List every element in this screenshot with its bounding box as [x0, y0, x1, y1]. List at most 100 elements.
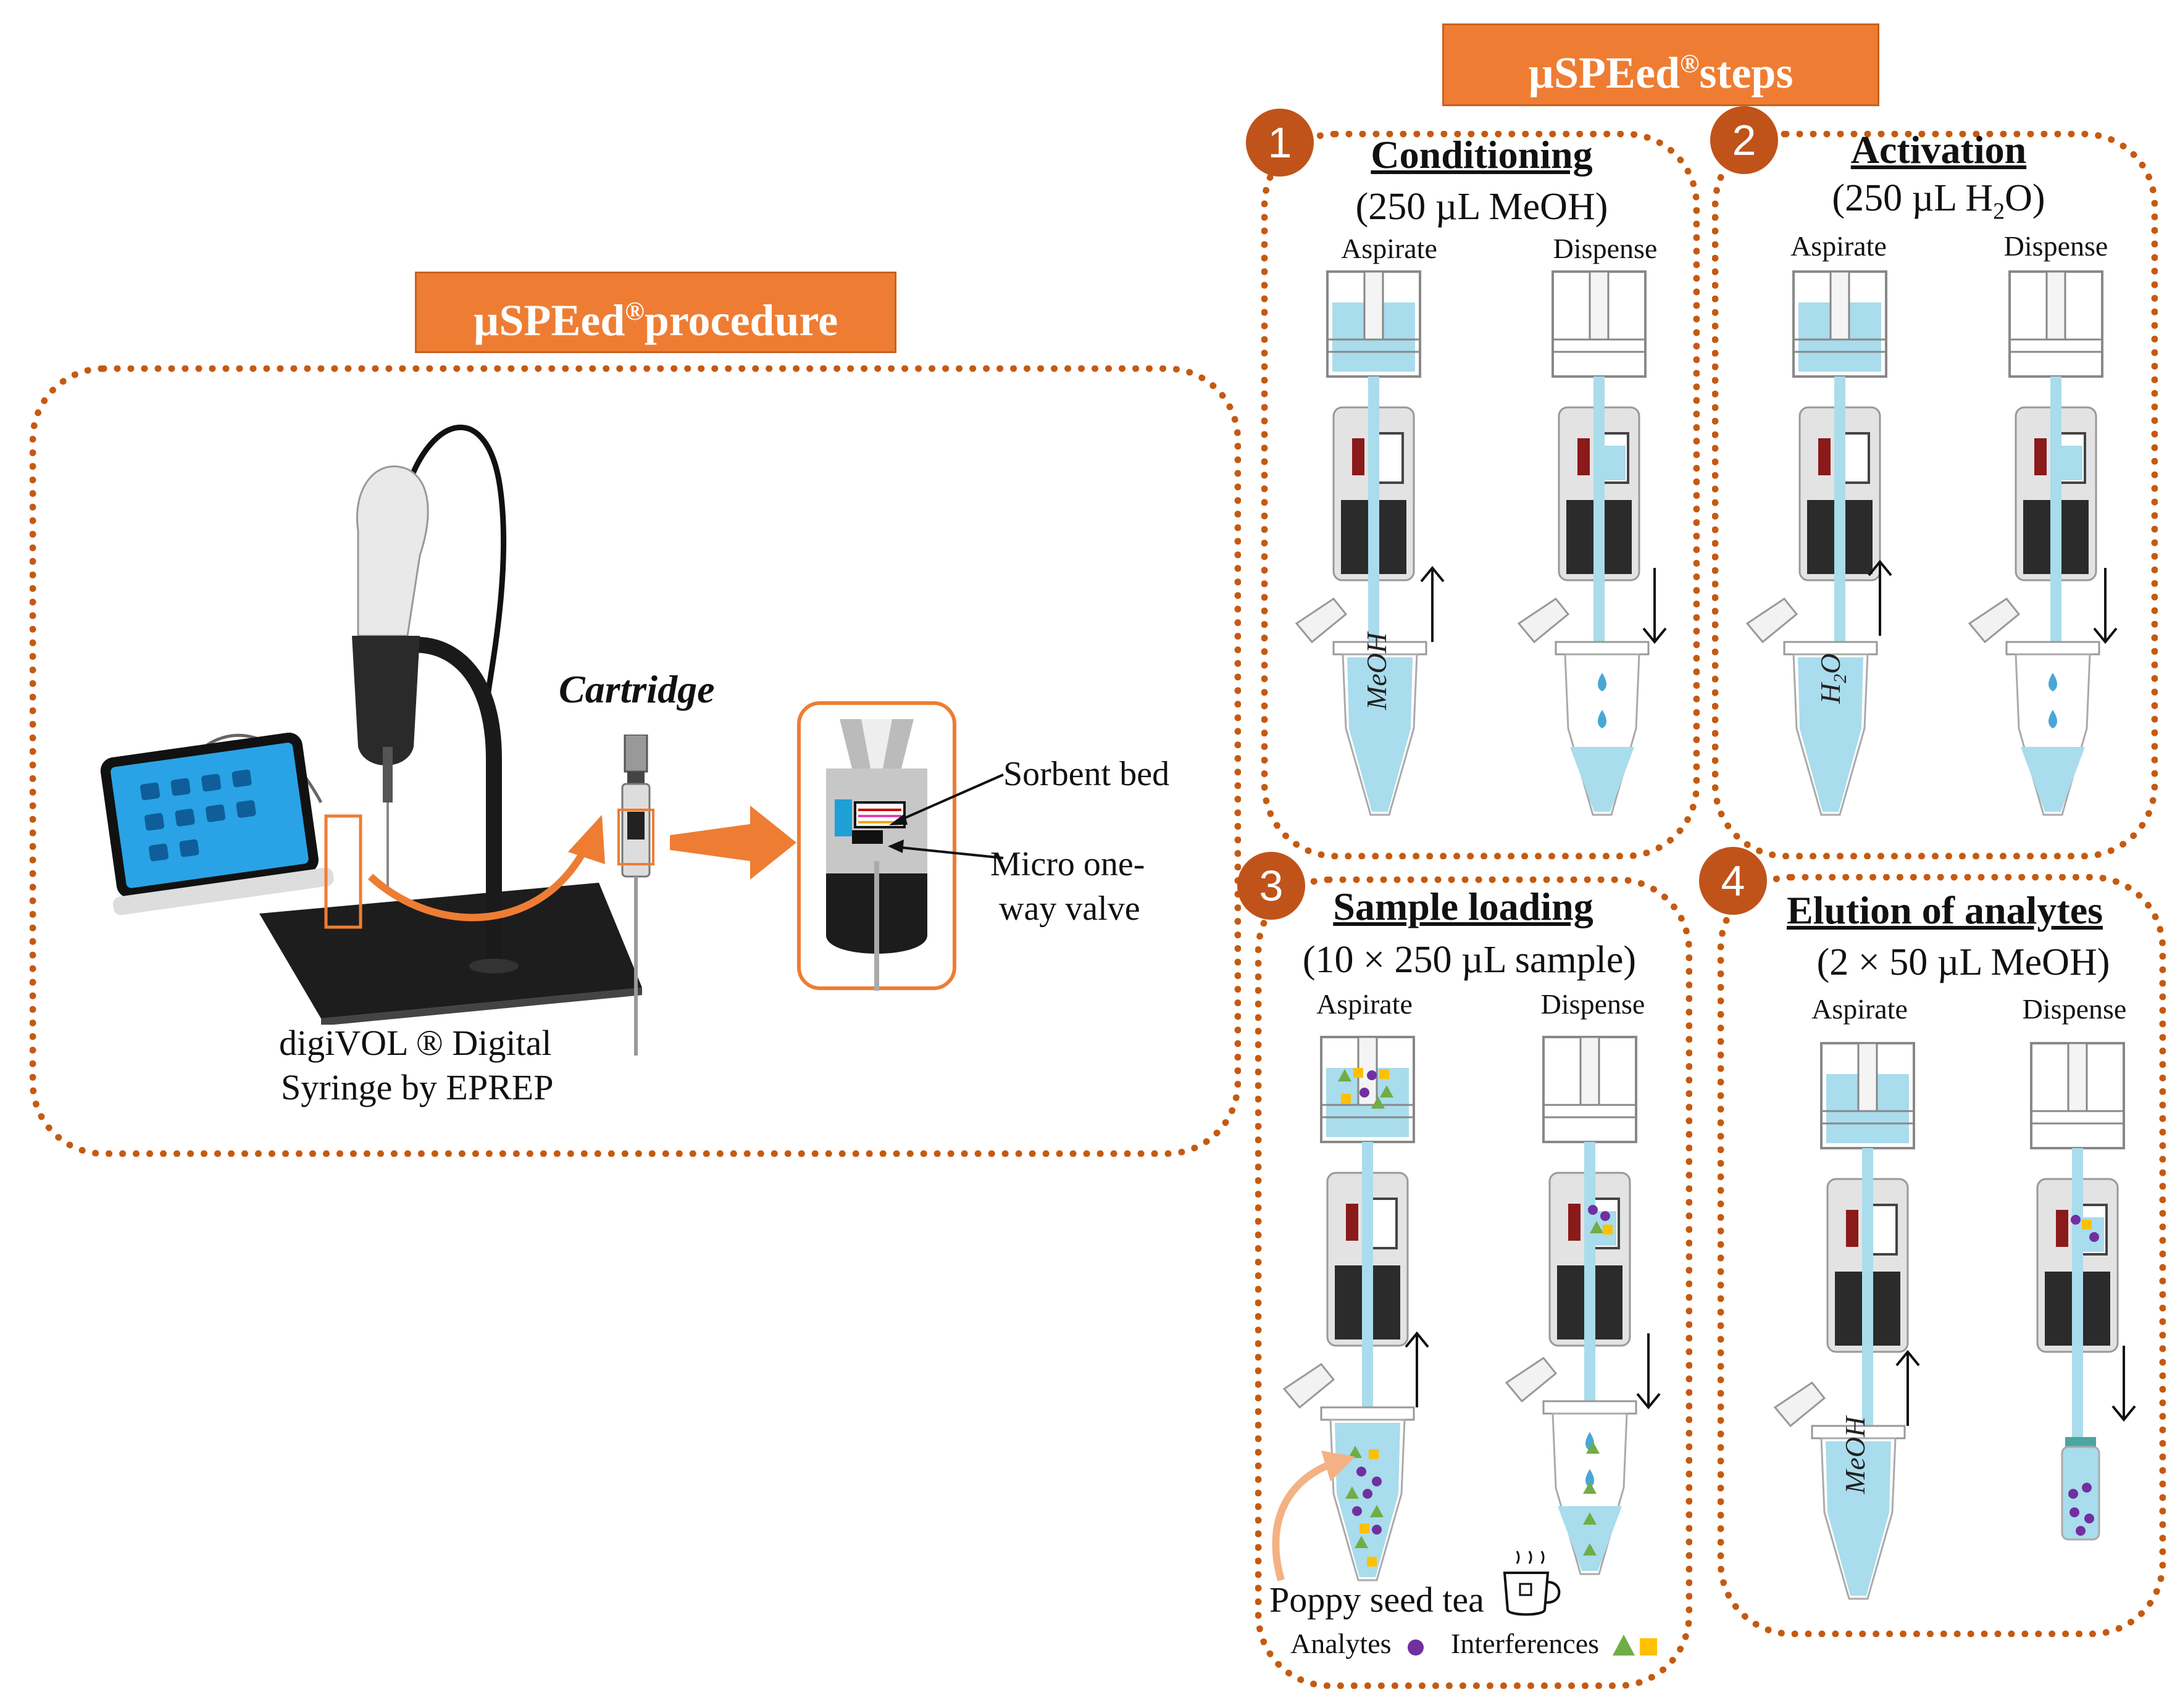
interference-triangle [1338, 1069, 1351, 1081]
step-1-number-badge: 1 [1246, 109, 1314, 177]
step-1-up-arrow-icon [1420, 565, 1445, 642]
step-4-aspirate-tube [1773, 1381, 1906, 1600]
step-2-aspirate-tube [1745, 597, 1878, 816]
interference-square [1341, 1094, 1351, 1104]
interference-square [1353, 1068, 1363, 1078]
step-3-title: Sample loading [1333, 885, 1593, 928]
sorbent-bed-label: Sorbent bed [1003, 755, 1170, 793]
step-2-subtitle: (250 µL H2O) [1832, 177, 2045, 225]
step-3-down-arrow-icon [1636, 1333, 1661, 1410]
step-3-subtitle: (10 × 250 µL sample) [1302, 939, 1637, 981]
interference-triangle [1371, 1096, 1385, 1109]
vial-analyte-dot [2068, 1489, 2078, 1499]
step-1-title: Conditioning [1371, 133, 1593, 177]
interference-shapes-icon [1613, 1635, 1657, 1656]
cartridge-illustration [617, 735, 654, 1056]
analyte-dot [1356, 1467, 1366, 1477]
interference-square [1369, 1449, 1379, 1459]
analytes-legend-label: Analytes [1290, 1628, 1392, 1659]
analyte-dot [1600, 1211, 1610, 1221]
interference-triangle [1590, 1221, 1603, 1233]
vial-analyte-dot [2076, 1526, 2086, 1536]
interference-triangle [1380, 1085, 1393, 1098]
step-4-aspirate-label: Aspirate [1811, 993, 1908, 1025]
sample-particles [1338, 1068, 2099, 1567]
step-1-dispense-label: Dispense [1553, 233, 1658, 264]
interference-triangle [1583, 1512, 1597, 1525]
step-4-aspirate-syringe [1820, 1042, 1915, 1531]
step-1-dispense-tube [1517, 597, 1650, 816]
step-2-down-arrow-icon [2093, 568, 2118, 644]
analyte-dot [1367, 1070, 1377, 1080]
step-2-dispense-tube [1968, 597, 2100, 816]
syringe-caption-line1: digiVOL ® Digital [279, 1023, 552, 1063]
cartridge-cutaway-illustration [797, 701, 956, 991]
step-4-dispense-syringe [2030, 1042, 2125, 1481]
step-4-number-badge: 4 [1699, 847, 1767, 915]
procedure-header: µSPEed® procedure [415, 272, 896, 353]
step-1-tube-label: MeOH [1361, 631, 1392, 710]
step-1-down-arrow-icon [1642, 568, 1667, 644]
vial-analyte-dot [2069, 1507, 2079, 1517]
analyte-dot [2071, 1215, 2081, 1225]
step-3-dispense-label: Dispense [1540, 988, 1645, 1020]
valve-label-line1: Micro one- [990, 845, 1145, 883]
step-4-tube-label: MeOH [1839, 1415, 1871, 1494]
step-4-panel [1718, 874, 2166, 1637]
interference-triangle [1583, 1543, 1597, 1556]
interference-triangle [1586, 1441, 1600, 1454]
analyte-dot [1352, 1506, 1362, 1516]
step-4-subtitle: (2 × 50 µL MeOH) [1816, 941, 2110, 983]
step-2-title: Activation [1850, 128, 2027, 172]
step-2-up-arrow-icon [1868, 559, 1892, 636]
step-2-dispense-label: Dispense [2003, 230, 2108, 262]
analyte-dot-icon [1408, 1639, 1424, 1656]
step-1-aspirate-label: Aspirate [1341, 233, 1437, 264]
analyte-dot [1359, 1088, 1369, 1098]
step-3-panel [1255, 877, 1692, 1689]
step-4-dispense-label: Dispense [2022, 993, 2127, 1025]
step-2-dispense-syringe [2008, 270, 2103, 759]
step-4-up-arrow-icon [1895, 1349, 1920, 1426]
step-4-collection-vial [2061, 1437, 2100, 1541]
interferences-legend-label: Interferences [1451, 1628, 1600, 1659]
vial-analyte-dot [2084, 1514, 2094, 1523]
syringe-caption-line2: Syringe by EPREP [281, 1067, 554, 1107]
tea-cup-icon [1503, 1551, 1561, 1616]
step-3-up-arrow-icon [1405, 1331, 1429, 1407]
step-3-dispense-tube [1505, 1356, 1637, 1575]
step-4-title: Elution of analytes [1786, 888, 2103, 932]
curved-arrow-icon [367, 815, 605, 922]
interference-square [1603, 1225, 1613, 1235]
interference-square [1379, 1069, 1389, 1079]
step-2-aspirate-label: Aspirate [1790, 230, 1887, 262]
interference-triangle [1348, 1446, 1362, 1458]
analyte-dot [2089, 1232, 2099, 1242]
interference-square [2082, 1220, 2092, 1230]
callout-arrows [888, 773, 1004, 859]
analyte-dot [1372, 1525, 1382, 1535]
steps-header-title: µSPEed® steps [1528, 48, 1794, 98]
step-1-panel [1261, 131, 1700, 859]
interference-triangle [1583, 1481, 1597, 1494]
step-2-aspirate-syringe [1792, 270, 1887, 759]
cartridge-label: Cartridge [559, 667, 715, 711]
poppy-seed-tea-label: Poppy seed tea [1269, 1580, 1484, 1620]
interference-triangle [1345, 1486, 1359, 1499]
interference-triangle [1355, 1536, 1368, 1548]
steps-header: µSPEed® steps [1442, 23, 1879, 106]
interference-square [1367, 1557, 1377, 1567]
procedure-header-title: µSPEed® procedure [473, 296, 838, 345]
step-2-number-badge: 2 [1710, 106, 1778, 174]
step-4-down-arrow-icon [2111, 1346, 2136, 1422]
step-2-panel [1712, 131, 2158, 859]
analyte-dot [1588, 1205, 1598, 1215]
right-arrow-icon [670, 806, 796, 880]
digivol-syringe-illustration [100, 424, 642, 1025]
step-3-number-badge: 3 [1237, 852, 1305, 920]
procedure-panel [30, 365, 1241, 1157]
interference-square [1359, 1523, 1369, 1533]
step-1-subtitle: (250 µL MeOH) [1355, 186, 1608, 228]
analyte-dot [1372, 1477, 1382, 1486]
